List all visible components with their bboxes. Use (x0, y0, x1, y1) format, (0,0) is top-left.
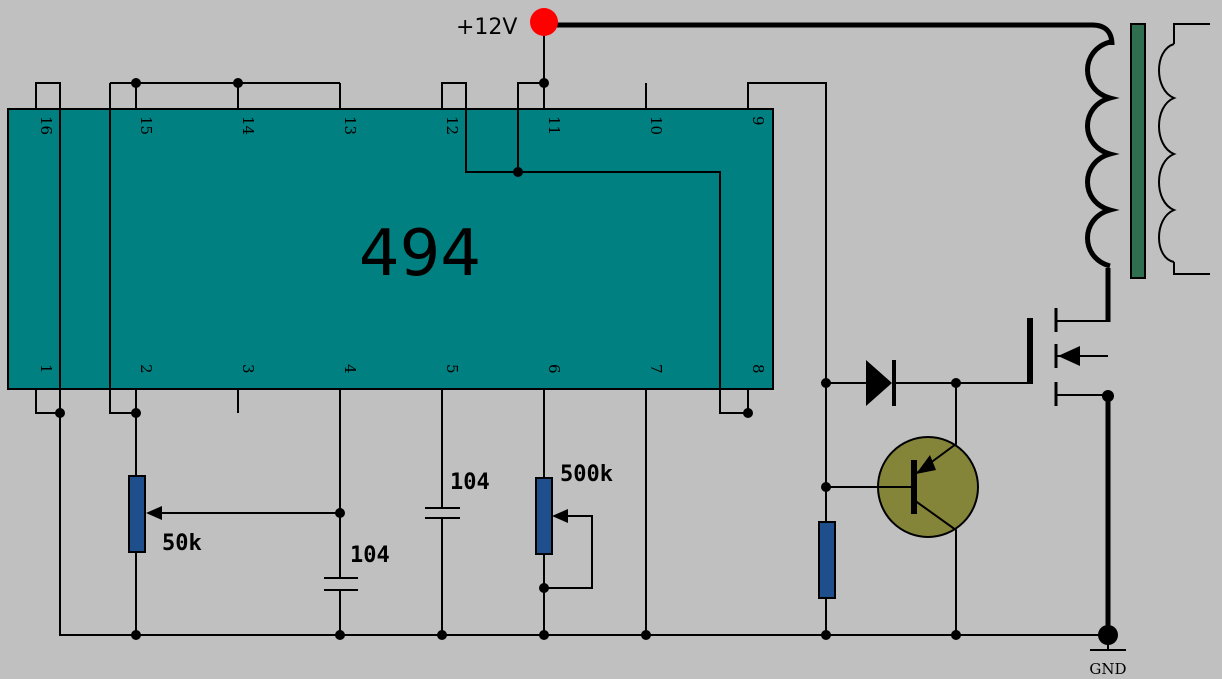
ic-494-label: 494 (359, 217, 481, 291)
top-pin-label: 9 (749, 116, 767, 126)
cap-pin5-value: 104 (450, 470, 490, 495)
bottom-pin-label: 5 (443, 364, 461, 374)
pot-left-value: 50k (162, 531, 202, 556)
capacitor-pin4 (324, 577, 358, 591)
ic-494-body (7, 108, 774, 390)
top-pin-label: 12 (443, 116, 461, 135)
top-pin-label: 14 (239, 116, 257, 135)
top-pin-label: 16 (37, 116, 55, 135)
cap-pin4-value: 104 (350, 543, 390, 568)
mosfet (1027, 268, 1111, 635)
top-pin-label: 15 (137, 116, 155, 135)
potentiometer-500k (535, 477, 593, 589)
supply-label: +12V (456, 15, 517, 40)
bottom-pin-label: 3 (239, 364, 257, 374)
bottom-pin-label: 2 (137, 364, 155, 374)
top-pin-label: 13 (341, 116, 359, 135)
bottom-wiring (35, 389, 1108, 636)
top-pin-label: 11 (545, 116, 563, 135)
ground-terminal (1098, 625, 1118, 645)
bottom-pin-label: 1 (37, 364, 55, 374)
top-pin-label: 10 (647, 116, 665, 135)
pot-right-value: 500k (560, 462, 613, 487)
diode (826, 360, 1030, 406)
bottom-pin-label: 7 (647, 364, 665, 374)
pnp-transistor (826, 383, 979, 635)
supply-terminal (530, 8, 558, 36)
capacitor-pin5 (425, 507, 460, 519)
junction-dots (55, 78, 1114, 640)
top-pin-labels: 16 15 14 13 12 11 10 9 (37, 116, 767, 135)
bottom-pin-label: 6 (545, 364, 563, 374)
bottom-pin-label: 8 (749, 364, 767, 374)
top-wiring (35, 25, 827, 635)
potentiometer-50k (128, 475, 340, 553)
bottom-pin-label: 4 (341, 364, 359, 374)
bottom-pin-labels: 1 2 3 4 5 6 7 8 (37, 364, 767, 374)
resistor (818, 521, 836, 599)
ground-label: GND (1089, 660, 1126, 678)
transformer (544, 22, 1210, 279)
